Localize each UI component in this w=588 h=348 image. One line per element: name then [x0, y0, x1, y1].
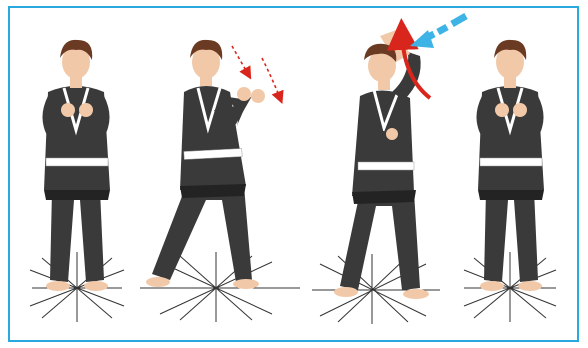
figure	[334, 30, 429, 299]
force-arrow-icon	[410, 16, 466, 48]
panel-ready-stance	[30, 40, 124, 322]
floor-lines	[464, 252, 556, 322]
floor-lines	[312, 254, 440, 324]
floor-lines	[30, 252, 124, 322]
panel-step-and-raise-hands	[140, 40, 300, 322]
panel-return-to-stance	[464, 40, 556, 322]
figure	[42, 40, 110, 291]
panel-rising-block-strike	[312, 16, 466, 324]
figure	[146, 40, 265, 289]
